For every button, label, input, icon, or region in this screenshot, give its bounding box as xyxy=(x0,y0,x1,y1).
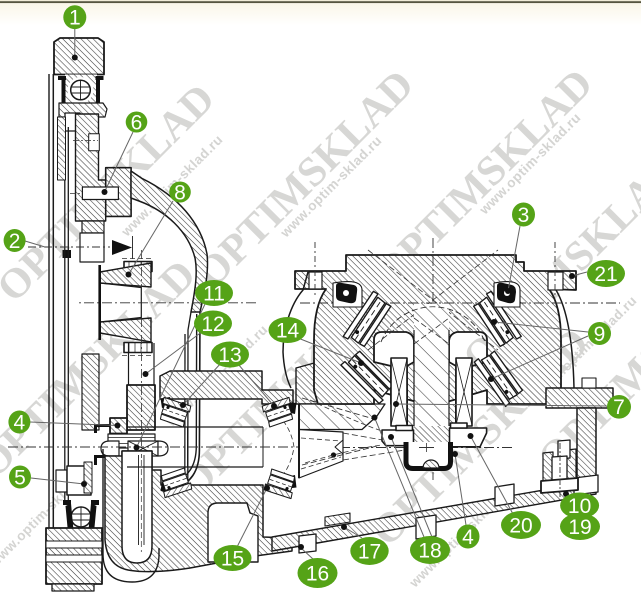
svg-text:5: 5 xyxy=(14,466,26,489)
svg-text:6: 6 xyxy=(131,111,143,134)
svg-text:15: 15 xyxy=(221,547,244,570)
svg-text:7: 7 xyxy=(613,396,625,419)
svg-text:13: 13 xyxy=(218,344,241,367)
svg-text:16: 16 xyxy=(306,562,329,585)
svg-text:21: 21 xyxy=(594,263,617,286)
svg-text:12: 12 xyxy=(201,313,224,336)
svg-text:17: 17 xyxy=(358,540,381,563)
svg-text:3: 3 xyxy=(518,204,530,227)
svg-text:8: 8 xyxy=(174,181,186,204)
svg-text:9: 9 xyxy=(594,323,606,346)
svg-text:10: 10 xyxy=(568,495,591,518)
svg-text:19: 19 xyxy=(568,516,591,539)
svg-text:14: 14 xyxy=(276,319,300,342)
svg-text:4: 4 xyxy=(14,411,26,434)
svg-text:18: 18 xyxy=(418,539,441,562)
svg-text:1: 1 xyxy=(69,7,81,30)
svg-text:4: 4 xyxy=(462,526,474,549)
svg-text:2: 2 xyxy=(9,230,21,253)
svg-text:20: 20 xyxy=(509,514,532,537)
svg-text:11: 11 xyxy=(203,282,225,305)
